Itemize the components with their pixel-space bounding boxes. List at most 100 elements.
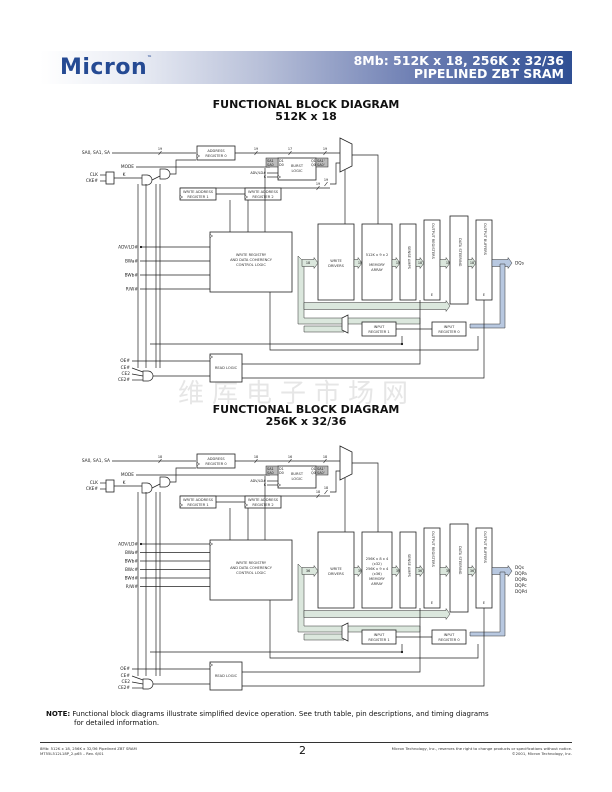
burst-logic-label: BURST [291, 164, 304, 168]
write-drivers [317, 223, 355, 301]
input-bus [303, 633, 345, 641]
burst-input-pins [265, 157, 279, 168]
bus-arrow-to-outreg [415, 256, 425, 270]
wire [131, 681, 144, 685]
write-registry-control-logic [209, 231, 293, 293]
read-logic [209, 661, 243, 691]
wire [150, 336, 403, 345]
bus-arrow-to-array [353, 564, 363, 578]
label: REGISTER 0 [205, 462, 227, 466]
bus-width-label: 18 [396, 261, 400, 265]
bus-width-label: 18 [306, 261, 310, 265]
label: E [483, 293, 485, 297]
output-registers-label: OUTPUT REGISTERS [431, 223, 435, 260]
label: (x36) [372, 572, 382, 576]
label: SA0' [317, 163, 325, 167]
k-label: K [123, 480, 126, 486]
junction-dot [400, 342, 404, 346]
wire [242, 608, 421, 673]
bus-width-label: 16 [288, 455, 292, 459]
bus-arrow-to-dq [491, 256, 513, 270]
bus-width-label: 18 [323, 455, 327, 459]
label: AND DATA COHERENCY [230, 566, 273, 570]
label: REGISTER 2 [252, 195, 273, 199]
clock-input-icon [209, 233, 214, 239]
and-gate-2 [159, 476, 171, 488]
clock-input-icon [209, 541, 214, 547]
bus-width-label: 19 [323, 147, 327, 151]
bus-width-slash [323, 458, 327, 464]
page-number: 2 [299, 744, 306, 757]
wire [150, 644, 403, 653]
bus-width-label: 18 [418, 261, 422, 265]
input-label-clk: CLK [90, 480, 98, 486]
clock-input-icon [209, 354, 214, 360]
label: E [431, 293, 433, 297]
bus-width-label: 17 [288, 147, 292, 151]
footer-divider [40, 742, 572, 743]
bus-arrow-feedback [303, 299, 451, 313]
label: D0 [279, 471, 284, 475]
address-register-0-label: ADDRESS [207, 457, 225, 461]
output-label-dqs: DQs [515, 261, 525, 267]
output-label: DQPa [515, 571, 527, 577]
bus-width-slash [288, 150, 292, 156]
wire [170, 467, 196, 483]
output-buffers-label: OUTPUT BUFFERS [483, 223, 487, 256]
input-label-ce2n: CE2# [118, 377, 130, 383]
read-logic-label: READ LOGIC [215, 366, 238, 370]
bus-width-slash [324, 489, 328, 495]
address-mux [339, 445, 353, 481]
wire [330, 470, 340, 493]
control-input-label: BWd# [125, 576, 139, 582]
control-input-label: ADV/LD# [118, 542, 138, 548]
clock-input-icon [244, 194, 249, 200]
label: Q0 [311, 471, 316, 475]
label: CONTROL LOGIC [236, 263, 266, 267]
document-title: 8Mb: 512K x 18, 256K x 32/36 PIPELINED Z… [354, 54, 564, 80]
memory-array-label: 512K x 9 x 2 [366, 253, 389, 257]
micron-logo: Micron™ [60, 55, 153, 80]
input-label-ce2n: CE2# [118, 685, 130, 691]
bus-width-label: 36 [306, 569, 310, 573]
bus-width-label: 36 [418, 569, 422, 573]
label: D0 [279, 163, 284, 167]
read-logic-label: READ LOGIC [215, 674, 238, 678]
bus-width-slash [324, 181, 328, 187]
wire [242, 300, 421, 365]
bus-arrow-to-steering [439, 256, 451, 270]
bus-width-label: 18 [358, 261, 362, 265]
input-label-clk: CLK [90, 172, 98, 178]
wire-mux-to-array [352, 154, 379, 228]
bus-width-label: 19 [158, 147, 162, 151]
label: E [483, 601, 485, 605]
address-mux [339, 137, 353, 173]
bus-width-label: 36 [446, 569, 450, 573]
bus-width-slash [158, 458, 162, 464]
input-label-sa: SA0, SA1, SA [82, 458, 110, 464]
bus-arrow-to-sense [391, 256, 401, 270]
label: DRIVERS [328, 264, 345, 268]
data-steering-label: DATA STEERING [458, 546, 462, 575]
input-label-sa: SA0, SA1, SA [82, 150, 110, 156]
wire [131, 367, 144, 373]
label: REGISTER 0 [438, 638, 460, 642]
input-label-ce: CE# [121, 365, 131, 371]
and-gate-1 [141, 174, 153, 186]
dq-input-bus [469, 263, 506, 329]
chip-enable-and-gate [142, 678, 154, 690]
burst-logic [277, 465, 317, 489]
label: WRITE ADDRESS [183, 190, 214, 194]
label: MEMORY [369, 577, 386, 581]
bus-width-slash [288, 458, 292, 464]
title-line-2: PIPELINED ZBT SRAM [413, 66, 564, 81]
note: NOTE: Functional block diagrams illustra… [46, 710, 489, 727]
wire [151, 175, 161, 181]
memory-array [361, 223, 393, 301]
junction-dot [139, 245, 143, 249]
control-input-label: BWc# [125, 567, 138, 573]
input-label-oe: OE# [120, 666, 130, 672]
control-input-label: BWa# [125, 259, 138, 265]
bus-arrow-to-drivers [301, 256, 319, 270]
label: SA0 [267, 471, 274, 475]
